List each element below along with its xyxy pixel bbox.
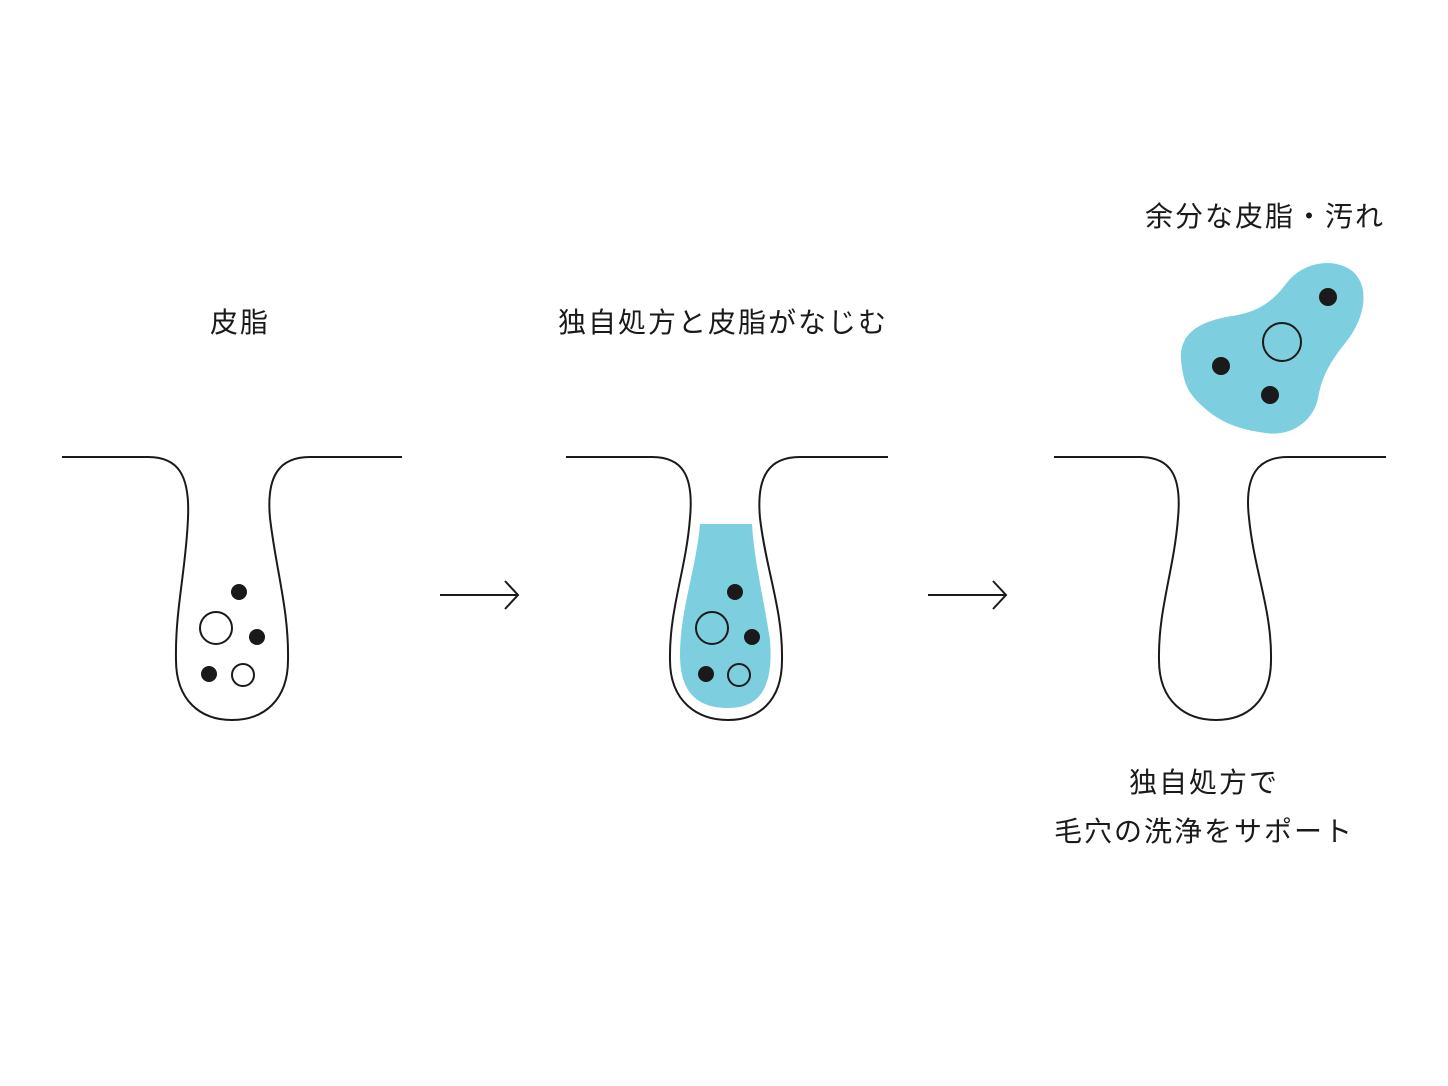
sebum-particle-dark <box>744 629 760 645</box>
sebum-particle-dark <box>231 584 247 600</box>
right-arrow-icon <box>440 580 520 610</box>
pore-outline-3 <box>1054 456 1386 722</box>
sebum-particle-open <box>695 611 729 645</box>
sebum-particle-dark <box>201 666 217 682</box>
stage-1-pore-with-sebum <box>62 456 402 722</box>
sebum-particle-open <box>199 611 233 645</box>
sebum-particle-open <box>231 663 255 687</box>
dirt-particle-open <box>1262 322 1302 362</box>
excess-sebum-blob <box>1180 262 1364 434</box>
cleansing-support-line2: 毛穴の洗浄をサポート <box>1054 815 1355 848</box>
sebum-particle-open <box>727 663 751 687</box>
dirt-particle-dark <box>1261 386 1279 404</box>
sebum-particle-dark <box>698 666 714 682</box>
pore-outline-1 <box>62 456 402 722</box>
dirt-particle-dark <box>1212 357 1230 375</box>
sebum-label: 皮脂 <box>210 306 271 339</box>
cleansing-support-line1: 独自処方で <box>1129 766 1280 799</box>
dirt-particle-dark <box>1319 288 1337 306</box>
sebum-particle-dark <box>727 584 743 600</box>
stage-3-clean-pore <box>1054 262 1386 722</box>
cleansing-support-label: 独自処方で 毛穴の洗浄をサポート <box>1054 758 1354 856</box>
stage-2-formula-blending <box>566 456 888 722</box>
right-arrow-icon <box>928 580 1008 610</box>
formula-fill <box>680 524 771 708</box>
sebum-particle-dark <box>249 629 265 645</box>
formula-blend-label: 独自処方と皮脂がなじむ <box>558 306 889 339</box>
excess-sebum-label: 余分な皮脂・汚れ <box>1145 200 1386 233</box>
pore-outline-2 <box>566 456 888 722</box>
